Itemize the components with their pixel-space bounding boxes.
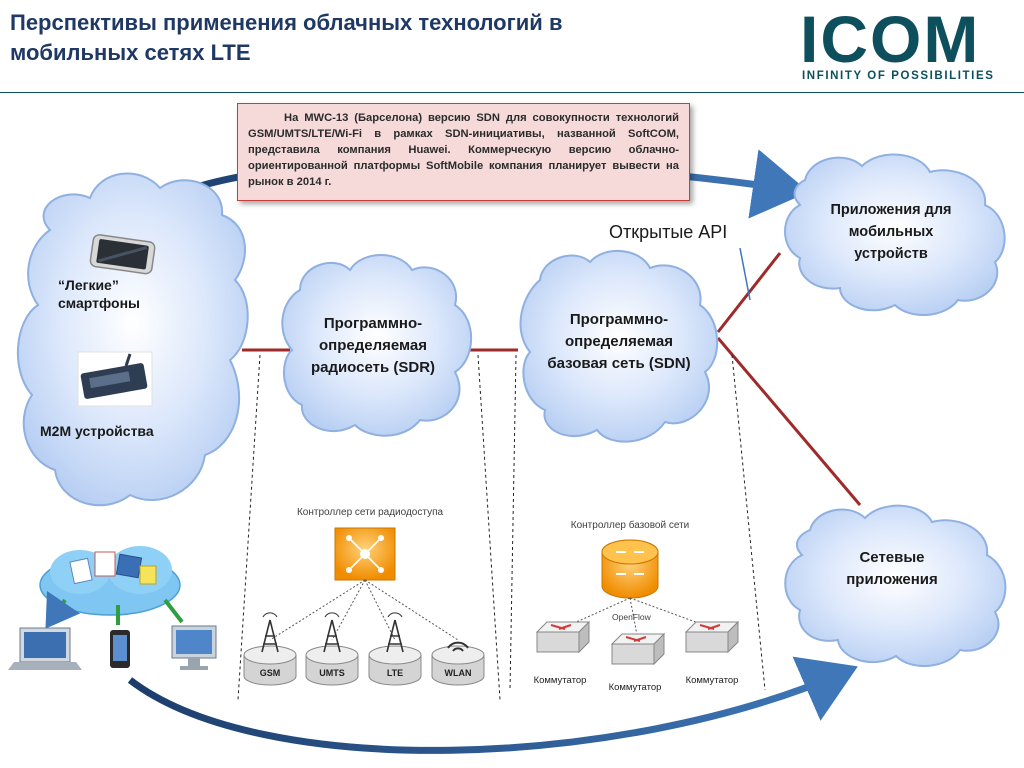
logo-tagline: INFINITY OF POSSIBILITIES [802,70,995,82]
core-switch: Коммутатор [609,632,666,693]
open-api-label: Открытые API [609,222,728,242]
ran-node-label: UMTS [319,668,345,678]
ran-node-label: LTE [387,668,403,678]
ran-node-label: GSM [260,668,281,678]
openflow-label: OpenFlow [612,612,651,622]
bottom-flow-arc [127,656,858,754]
ran-controller-links [269,579,459,641]
cloud-devices [16,172,249,507]
core-controller-label: Контроллер базовой сети [570,520,690,531]
ran-node-umts: UMTS [305,612,359,686]
cloud-mobile-apps [784,153,1006,317]
ran-node-lte: LTE [368,612,422,686]
info-callout: На MWC-13 (Барселона) версию SDN для сов… [237,103,690,201]
header-divider [0,92,1024,93]
ran-node-label: WLAN [445,668,472,678]
ran-node-gsm: GSM [243,612,297,686]
smartphones-label: “Легкие” смартфоны [58,277,140,311]
switch-label: Коммутатор [609,682,662,693]
core-switch: Коммутатор [534,620,591,686]
core-controller-icon [601,539,659,599]
sdr-cloud-label: Программно-определяемая радиосеть (SDR) [310,315,436,376]
ran-node-wlan: WLAN [431,641,485,686]
cloud-sync-illustration [8,546,217,670]
ran-nodes: GSM UMTS LTE WLAN [243,612,485,686]
cloud-sdn [519,249,719,443]
ran-controller-icon [334,527,396,581]
api-pointer [739,247,751,301]
m2m-label: M2M устройства [40,423,154,439]
core-switch: Коммутатор [684,620,740,686]
sdn-cloud-label: Программно-определяемая базовая сеть (SD… [547,311,691,372]
ran-controller-label: Контроллер сети радиодоступа [296,507,444,518]
m2m-device-icon [77,351,153,407]
dashed-dividers [237,354,766,701]
mobile-apps-cloud-label: Приложения для мобильных устройств [830,202,952,262]
cloud-network-apps [784,504,1007,668]
page-title: Перспективы применения облачных технолог… [10,10,563,65]
smartphone-icon [89,234,156,275]
network-apps-cloud-label: Сетевые приложения [846,549,938,588]
switch-label: Коммутатор [686,675,739,686]
cloud-sdr [281,254,473,437]
company-logo: ICOM [800,2,981,76]
switch-label: Коммутатор [534,675,587,686]
